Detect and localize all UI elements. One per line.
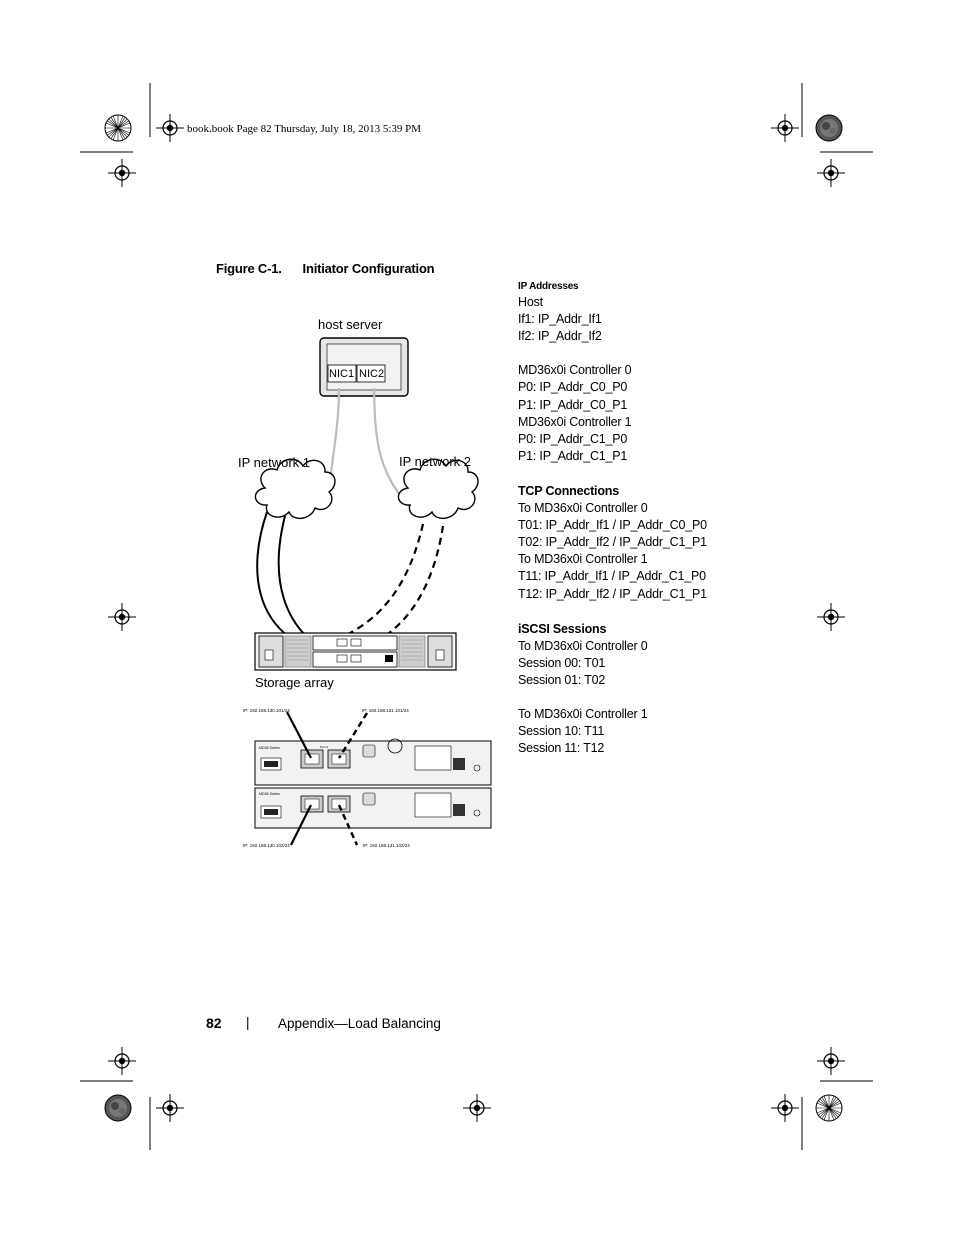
registration-mark: [107, 158, 137, 188]
session-line: Session 11: T12: [518, 741, 605, 756]
tcp-line: To MD36x0i Controller 1: [518, 552, 648, 567]
ip-line: MD36x0i Controller 1: [518, 414, 632, 429]
texture-mark-bottom-left: [104, 1094, 132, 1122]
registration-mark: [770, 113, 800, 143]
crop-mark-top-right: [801, 83, 873, 153]
session-line: Session 01: T02: [518, 672, 606, 687]
controller-0-detail: MD36 Series Port 0: [254, 738, 492, 786]
host-server-label: host server: [318, 317, 383, 332]
ip-addresses-title: IP Addresses: [518, 281, 579, 292]
nic1-port: [327, 364, 357, 383]
iscsi-sessions-title: iSCSI Sessions: [518, 621, 607, 636]
starburst-mark-bottom-right: [815, 1094, 843, 1122]
crop-mark-bottom-left: [80, 1080, 151, 1150]
ip-label-bottom-right: IP: 192.168.131.102/24: [363, 843, 410, 848]
ip-line: If1: IP_Addr_If1: [518, 312, 602, 327]
storage-array: [254, 632, 457, 671]
ip-line: Host: [518, 295, 543, 309]
session-line: To MD36x0i Controller 0: [518, 638, 648, 653]
storage-array-label: Storage array: [255, 675, 334, 690]
page-number: 82: [206, 1015, 222, 1031]
cable-net1-c0: [256, 511, 316, 651]
tcp-line: To MD36x0i Controller 0: [518, 501, 648, 516]
ip-label-top-left: IP: 192.168.130.101/24: [243, 708, 290, 713]
session-line: To MD36x0i Controller 1: [518, 707, 648, 722]
print-info: book.book Page 82 Thursday, July 18, 201…: [187, 123, 422, 135]
figure-title: Initiator Configuration: [302, 261, 435, 276]
ip-line: P0: IP_Addr_C1_P0: [518, 431, 628, 446]
registration-mark: [155, 1093, 185, 1123]
registration-mark: [770, 1093, 800, 1123]
tcp-line: T11: IP_Addr_If1 / IP_Addr_C1_P0: [518, 569, 706, 584]
cloud-ip-network-1: [254, 458, 336, 519]
ip-line: P1: IP_Addr_C1_P1: [518, 448, 628, 463]
tcp-line: T01: IP_Addr_If1 / IP_Addr_C0_P0: [518, 518, 707, 533]
crop-mark-top-left: [80, 83, 151, 153]
registration-mark: [462, 1093, 492, 1123]
ip-network-2-label: IP network 2: [399, 454, 472, 469]
registration-mark: [107, 1046, 137, 1076]
ip-label-bottom-left: IP: 192.168.130.102/24: [243, 843, 290, 848]
ip-label-top-right: IP: 192.168.131.101/24: [362, 708, 409, 713]
registration-mark: [816, 158, 846, 188]
nic2-label: NIC2: [359, 368, 385, 380]
footer-separator: |: [246, 1015, 250, 1030]
session-line: Session 00: T01: [518, 655, 606, 670]
ip-line: P1: IP_Addr_C0_P1: [518, 397, 628, 412]
cable-nic2: [372, 387, 410, 507]
cable-ip-top-left: [286, 711, 312, 759]
footer-section: Appendix—Load Balancing: [278, 1016, 441, 1031]
controller-port-label: Port 0: [320, 745, 328, 749]
figure-number: Figure C-1.: [216, 261, 282, 276]
controller-series-label: MD36 Series: [259, 746, 280, 750]
cable-ip-bottom-right: [337, 804, 359, 846]
crop-mark-bottom-right: [801, 1080, 873, 1150]
registration-mark: [816, 1046, 846, 1076]
ip-line: If2: IP_Addr_If2: [518, 329, 602, 344]
registration-mark: [155, 113, 185, 143]
configuration-text: IP Addresses Host If1: IP_Addr_If1 If2: …: [518, 280, 838, 757]
cable-net2-c0: [334, 523, 425, 642]
nic2-port: [356, 364, 386, 383]
host-server: [319, 337, 409, 397]
ip-network-1-label: IP network 1: [238, 455, 311, 470]
cable-ip-bottom-left: [290, 804, 312, 846]
tcp-line: T02: IP_Addr_If2 / IP_Addr_C1_P1: [518, 535, 707, 550]
initiator-diagram: MD36 Series Port 0 MD36 Series: [254, 337, 492, 846]
controller-1-detail: MD36 Series: [254, 787, 492, 829]
registration-mark: [107, 602, 137, 632]
ip-line: MD36x0i Controller 0: [518, 363, 632, 378]
ip-line: P0: IP_Addr_C0_P0: [518, 380, 628, 395]
controller-series-label: MD36 Series: [259, 792, 280, 796]
nic1-label: NIC1: [329, 368, 355, 380]
cable-ip-top-right: [337, 712, 369, 759]
tcp-connections-title: TCP Connections: [518, 483, 619, 498]
cloud-ip-network-2: [397, 458, 479, 519]
tcp-line: T12: IP_Addr_If2 / IP_Addr_C1_P1: [518, 586, 707, 601]
session-line: Session 10: T11: [518, 724, 605, 739]
figure-caption: Figure C-1. Initiator Configuration: [216, 261, 435, 276]
texture-mark-top-right: [815, 114, 843, 142]
starburst-mark-top-left: [104, 114, 132, 142]
